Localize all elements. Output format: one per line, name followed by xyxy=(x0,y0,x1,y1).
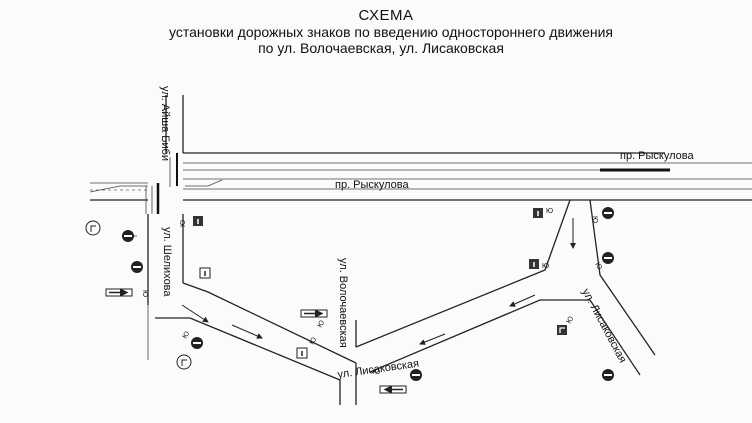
label-aisha-bibi: ул. Айша Биби xyxy=(159,86,171,161)
street-lisakovskaya-east xyxy=(355,199,656,376)
scheme-title: СХЕМА xyxy=(358,7,414,24)
sign-one-way-shelikhova xyxy=(105,288,133,297)
sign-no-entry-lisakovskaya-east xyxy=(602,369,614,381)
scheme-subtitle-line2: по ул. Волочаевская, ул. Лисаковская xyxy=(258,40,504,56)
sign-turn-lisakovskaya-east: Ю xyxy=(557,315,575,335)
sign-straight-only-2 xyxy=(199,267,211,279)
label-ryskulova-right: пр. Рыскулова xyxy=(620,150,695,162)
street-lisakovskaya-west xyxy=(155,282,357,405)
street-shelikhova xyxy=(147,214,184,360)
sign-no-entry-lisakovskaya-west: Ю xyxy=(182,330,203,349)
sign-no-entry-lisakovskaya-bottom: Ю xyxy=(373,369,422,381)
street-ryskulova xyxy=(89,152,752,214)
sign-no-entry-ryskulova-east-2: Ю xyxy=(593,252,614,271)
label-shelikhova: ул. Шелихова xyxy=(161,227,173,297)
svg-text:Ю: Ю xyxy=(182,330,192,340)
sign-straight-only-3: Ю xyxy=(296,336,319,359)
sign-straight-only-1: Ю xyxy=(180,216,203,227)
sign-no-entry-ryskulova-east-1: Ю xyxy=(591,207,614,223)
sign-one-way-volochaevskaya: Ю xyxy=(300,309,328,329)
sign-turn-1 xyxy=(85,220,101,236)
sign-turn-2 xyxy=(176,354,192,370)
sign-no-entry-shelikhova xyxy=(122,230,137,242)
svg-text:Ю: Ю xyxy=(317,319,327,329)
svg-text:Ю: Ю xyxy=(542,263,549,270)
svg-text:Ю: Ю xyxy=(373,369,380,376)
scheme-subtitle-line1: установки дорожных знаков по введению од… xyxy=(169,24,613,40)
crosswalk-marks xyxy=(145,157,171,214)
svg-text:Ю: Ю xyxy=(593,262,603,272)
sign-one-way-lisakovskaya-bottom xyxy=(379,385,407,394)
label-volochaevskaya: ул. Волочаевская xyxy=(337,258,349,348)
label-lisakovskaya-right: ул. Лисаковская xyxy=(579,287,628,365)
svg-text:Ю: Ю xyxy=(309,336,319,346)
label-ryskulova-center: пр. Рыскулова xyxy=(335,179,410,191)
traffic-direction-arrows xyxy=(181,218,576,345)
svg-text:Ю: Ю xyxy=(546,208,553,215)
sign-straight-only-4: Ю xyxy=(533,208,553,218)
sign-straight-only-5: Ю xyxy=(529,259,549,270)
street-aisha-bibi xyxy=(165,95,184,153)
svg-text:Ю: Ю xyxy=(591,216,598,223)
title-block: СХЕМА установки дорожных знаков по введе… xyxy=(0,7,752,57)
svg-text:Ю: Ю xyxy=(566,315,576,325)
svg-text:Ю: Ю xyxy=(180,220,187,227)
sign-no-entry-shelikhova-2: Ю xyxy=(131,261,148,297)
svg-text:Ю: Ю xyxy=(141,290,148,297)
